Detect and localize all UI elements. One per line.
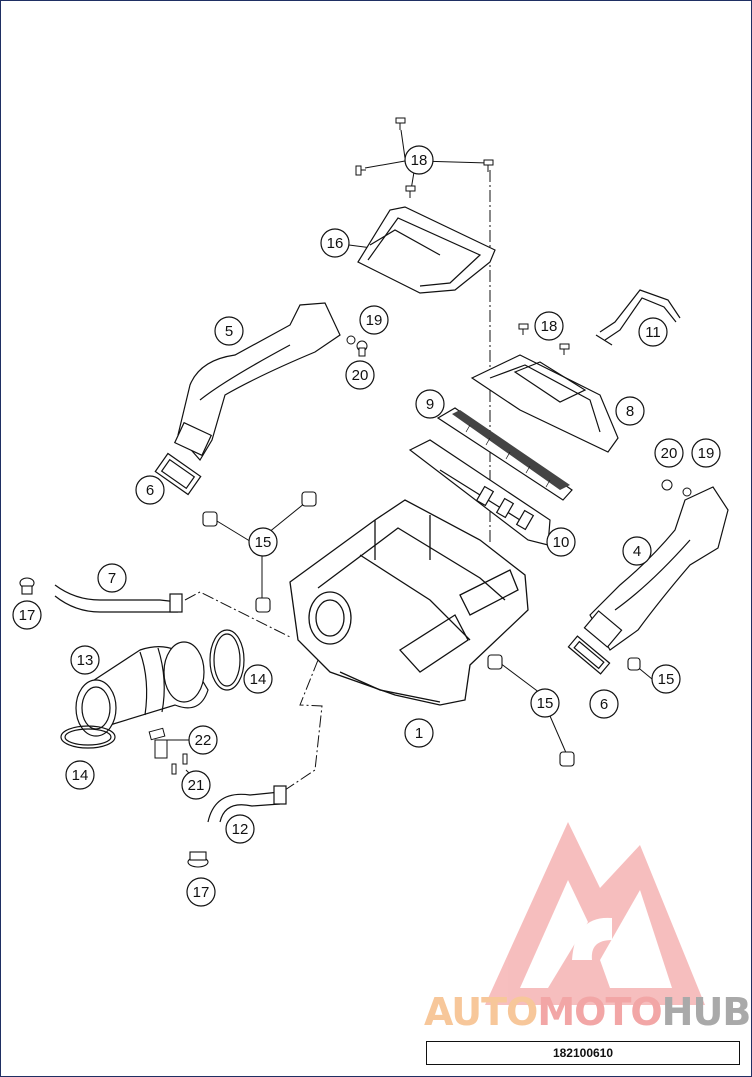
callout-5: 5 [225,323,233,340]
callout-circles [12,145,721,907]
callout-6-left: 6 [146,482,154,499]
breather-hose [54,584,287,823]
callout-15-far-right: 15 [658,671,675,688]
watermark-logo-icon [485,822,705,1005]
hose-clip [19,577,209,868]
bracket [595,289,681,346]
gasket [154,452,611,675]
callout-15-right: 15 [537,695,554,712]
drawing-number-box: 182100610 [426,1041,740,1065]
intake-snorkel-right [583,486,729,651]
air-filter-element [436,407,573,501]
callout-7: 7 [108,570,116,587]
watermark-hub: HUB [661,990,752,1034]
callout-1: 1 [415,725,423,742]
callout-11: 11 [645,324,661,341]
callout-20-left: 20 [352,367,369,384]
fasteners [148,117,692,775]
callout-13: 13 [77,652,94,669]
watermark-auto: AUTO [424,990,538,1034]
leader-lines [184,170,491,791]
callout-20-right: 20 [661,445,678,462]
intake-boot [75,641,209,737]
callout-9: 9 [426,396,434,413]
callout-16: 16 [327,235,344,252]
callout-4: 4 [633,543,641,560]
callout-18-top: 18 [411,152,428,169]
callout-15-left: 15 [255,534,272,551]
callout-21: 21 [188,777,205,794]
filter-cage [408,439,551,546]
callout-10: 10 [553,534,570,551]
callout-17-top: 17 [19,607,36,624]
callout-14-right: 14 [250,671,267,688]
watermark-wordmark: AUTOMOTOHUB [424,990,751,1034]
rubber-bushing [202,491,641,767]
callout-8: 8 [626,403,634,420]
filter-cover [470,354,619,453]
airbox-housing [289,499,529,706]
callout-12: 12 [232,821,249,838]
callout-14-left: 14 [72,767,89,784]
callout-17-bottom: 17 [193,884,210,901]
callout-19-left: 19 [366,312,383,329]
callout-6-right: 6 [600,696,608,713]
intake-snorkel-left [173,302,341,462]
callout-18-right: 18 [541,318,558,335]
callout-19-right: 19 [698,445,715,462]
airbox-lid [357,206,496,294]
callout-22: 22 [195,732,212,749]
hose-clamp [60,629,245,749]
watermark-moto: MOTO [537,990,662,1034]
